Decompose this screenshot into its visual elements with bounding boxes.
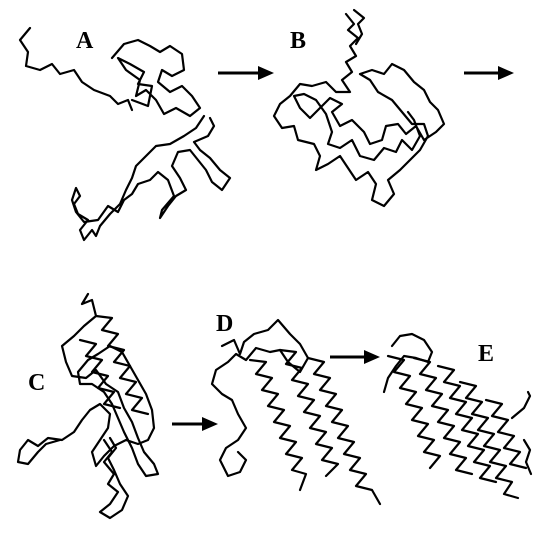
panel-b: B <box>272 8 446 208</box>
arrow-a-to-b <box>218 66 274 80</box>
panel-e-tail <box>510 390 532 420</box>
panel-d-helix-2 <box>278 348 340 478</box>
panel-d: D <box>210 311 382 506</box>
panel-a: A <box>18 26 232 242</box>
panel-e-helix-3 <box>436 364 498 484</box>
panel-e-helix-4 <box>458 380 520 500</box>
panel-b-label: B <box>290 28 306 54</box>
panel-e-helix-1 <box>386 354 442 470</box>
panel-a-chain-coil <box>110 38 202 118</box>
panel-e: E <box>382 332 533 500</box>
arrow-b-to-c <box>464 66 514 80</box>
panel-d-label: D <box>216 311 233 337</box>
panel-c-helix-2 <box>78 338 122 410</box>
panel-e-loop <box>382 332 434 394</box>
panel-a-chain <box>18 26 134 112</box>
panel-d-chain <box>210 318 310 478</box>
panel-a-label: A <box>76 28 94 54</box>
panel-c-helix-3 <box>98 436 130 520</box>
panel-e-helix-2 <box>412 356 474 476</box>
panel-e-helix-5 <box>484 398 528 470</box>
panel-b-tail <box>352 8 366 46</box>
panel-b-chain <box>272 12 446 208</box>
panel-d-helix-1 <box>248 358 308 492</box>
panel-e-label: E <box>478 341 494 367</box>
panel-a-chain-lower <box>70 114 232 242</box>
panel-d-helix-3 <box>306 356 382 506</box>
arrow-d-to-e <box>330 350 380 364</box>
panel-c-helix-1 <box>94 314 150 416</box>
panel-c: C <box>16 292 160 520</box>
panel-e-cterm <box>522 438 533 476</box>
panel-c-label: C <box>28 370 45 396</box>
arrow-c-to-d <box>172 417 218 431</box>
